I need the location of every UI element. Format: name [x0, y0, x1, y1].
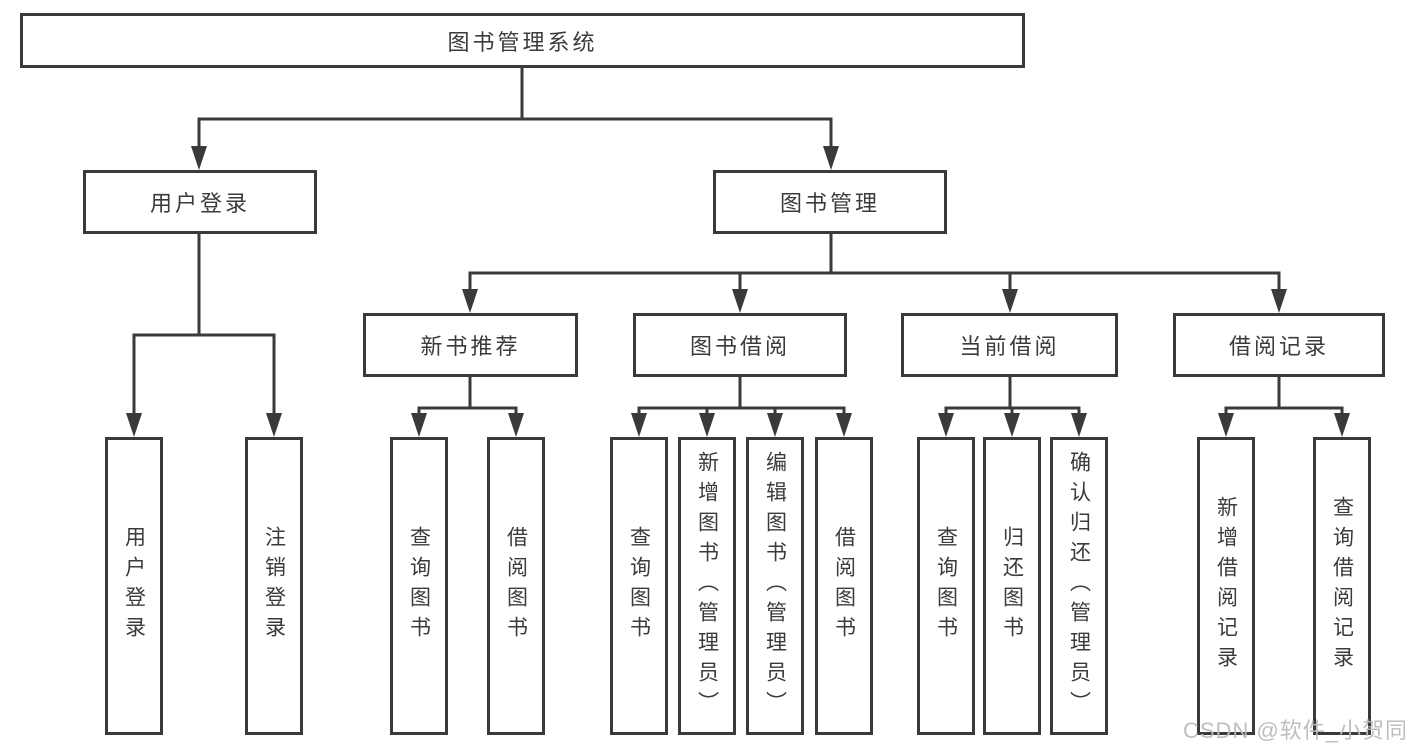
leaf-query-books-current: 查询图书 — [917, 437, 975, 735]
arrowheads — [126, 146, 1350, 437]
leaf-add-book-admin: 新增图书（管理员） — [678, 437, 736, 735]
leaf-logout-label: 注销登录 — [262, 526, 286, 646]
leaf-return-book-label: 归还图书 — [1000, 526, 1024, 646]
leaf-query-borrow-record: 查询借阅记录 — [1313, 437, 1371, 735]
csdn-watermark: CSDN @软件_小贺同学 — [1183, 718, 1405, 743]
leaf-confirm-return-admin-label: 确认归还（管理员） — [1067, 451, 1091, 721]
leaf-confirm-return-admin: 确认归还（管理员） — [1050, 437, 1108, 735]
leaf-add-borrow-record-label: 新增借阅记录 — [1214, 496, 1238, 676]
node-current-borrow: 当前借阅 — [901, 313, 1118, 377]
node-book-borrow: 图书借阅 — [633, 313, 847, 377]
connector-bookmgmt-rail — [468, 271, 1281, 290]
leaf-query-borrow-record-label: 查询借阅记录 — [1330, 496, 1354, 676]
connector-userlogin-rail — [132, 333, 276, 414]
leaf-borrow-books-recommend: 借阅图书 — [487, 437, 545, 735]
leaf-query-books-borrow-label: 查询图书 — [627, 526, 651, 646]
leaf-add-book-admin-label: 新增图书（管理员） — [695, 451, 719, 721]
node-user-login-label: 用户登录 — [149, 191, 250, 216]
leaf-query-books-recommend-label: 查询图书 — [407, 526, 431, 646]
node-book-management-label: 图书管理 — [779, 191, 880, 216]
node-book-borrow-label: 图书借阅 — [689, 334, 790, 359]
node-root: 图书管理系统 — [20, 13, 1025, 68]
node-current-borrow-label: 当前借阅 — [959, 334, 1060, 359]
leaf-edit-book-admin: 编辑图书（管理员） — [746, 437, 804, 735]
leaf-add-borrow-record: 新增借阅记录 — [1197, 437, 1255, 735]
node-new-book-recommend-label: 新书推荐 — [420, 334, 521, 359]
node-borrow-records-label: 借阅记录 — [1228, 334, 1329, 359]
leaf-query-books-recommend: 查询图书 — [390, 437, 448, 735]
leaf-user-login-label: 用户登录 — [122, 526, 146, 646]
node-root-label: 图书管理系统 — [447, 29, 598, 55]
leaf-borrow-books-label: 借阅图书 — [832, 526, 856, 646]
leaf-edit-book-admin-label: 编辑图书（管理员） — [763, 451, 787, 721]
leaf-logout: 注销登录 — [245, 437, 303, 735]
leaf-query-books-borrow: 查询图书 — [610, 437, 668, 735]
node-book-management: 图书管理 — [713, 170, 947, 234]
connector-level1-rail — [197, 117, 833, 147]
leaf-user-login: 用户登录 — [105, 437, 163, 735]
node-new-book-recommend: 新书推荐 — [363, 313, 578, 377]
leaf-query-books-current-label: 查询图书 — [934, 526, 958, 646]
leaf-borrow-books-recommend-label: 借阅图书 — [504, 526, 528, 646]
leaf-borrow-books: 借阅图书 — [815, 437, 873, 735]
leaf-return-book: 归还图书 — [983, 437, 1041, 735]
node-user-login: 用户登录 — [83, 170, 317, 234]
node-borrow-records: 借阅记录 — [1173, 313, 1385, 377]
